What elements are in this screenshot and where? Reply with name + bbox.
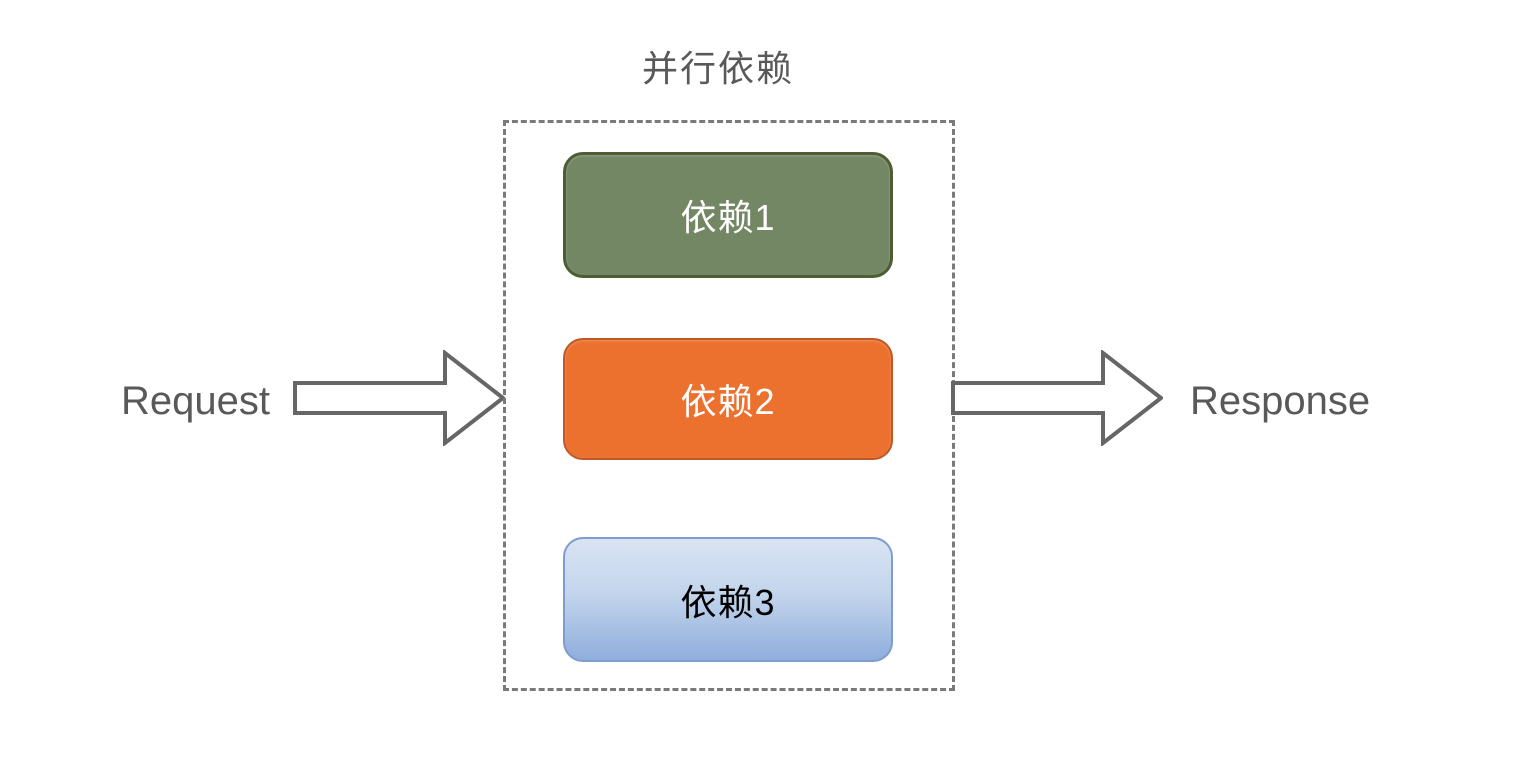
response-arrow-icon bbox=[951, 350, 1163, 446]
dependency-box-2-label: 依赖2 bbox=[680, 381, 776, 422]
dependency-box-3: 依赖3 bbox=[563, 537, 893, 662]
dependency-box-3-label: 依赖3 bbox=[680, 581, 776, 623]
dependency-box-1-label: 依赖1 bbox=[680, 197, 776, 238]
parallel-dependency-group: 依赖1 依赖2 依赖3 bbox=[503, 120, 955, 691]
request-label: Request bbox=[121, 379, 270, 423]
request-arrow-icon bbox=[293, 350, 505, 446]
dependency-box-2: 依赖2 bbox=[563, 338, 893, 460]
response-label: Response bbox=[1190, 379, 1371, 423]
diagram-title: 并行依赖 bbox=[641, 48, 794, 89]
dependency-box-1: 依赖1 bbox=[563, 152, 893, 278]
